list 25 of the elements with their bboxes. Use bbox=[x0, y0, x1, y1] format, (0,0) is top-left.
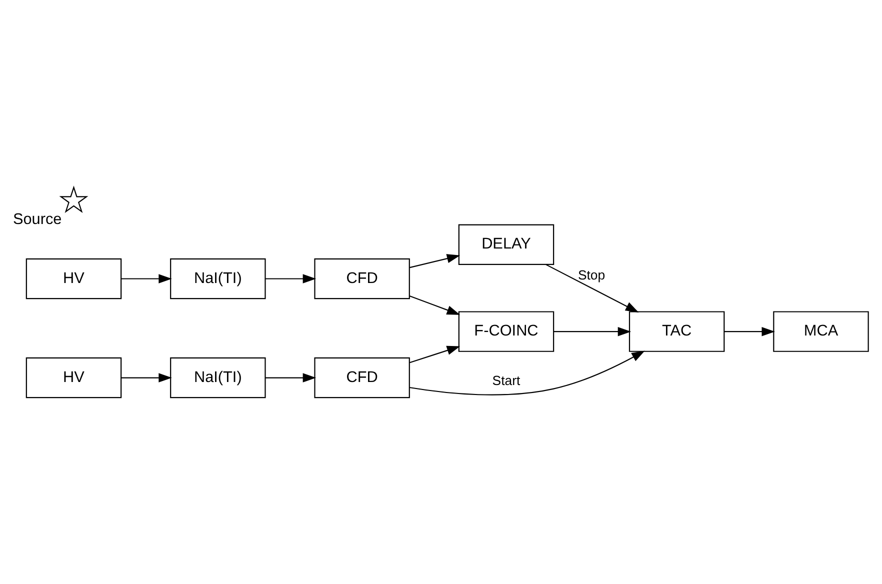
node-label: Source bbox=[12, 210, 62, 228]
arrow bbox=[410, 345, 460, 363]
arrow bbox=[121, 372, 172, 382]
arrow bbox=[266, 274, 316, 283]
arrow bbox=[266, 372, 316, 382]
node-box: F-COINC bbox=[458, 310, 554, 352]
node-box: DELAY bbox=[458, 224, 554, 264]
arrow bbox=[554, 326, 632, 336]
arrow bbox=[546, 264, 639, 312]
edge-label: Stop bbox=[578, 266, 606, 282]
node-box: HV bbox=[26, 258, 122, 299]
arrow bbox=[409, 350, 645, 395]
node-box: TAC bbox=[628, 310, 725, 352]
arrow bbox=[410, 254, 460, 268]
node-box: HV bbox=[26, 356, 122, 398]
node-box: MCA bbox=[773, 310, 869, 352]
edge-label: Start bbox=[492, 372, 520, 388]
node-box: NaI(TI) bbox=[170, 356, 266, 398]
node-star bbox=[59, 185, 88, 213]
node-box: CFD bbox=[314, 356, 410, 398]
node-box: CFD bbox=[314, 258, 410, 299]
arrow bbox=[724, 326, 775, 336]
node-box: NaI(TI) bbox=[170, 258, 266, 299]
arrow bbox=[409, 295, 460, 314]
arrow bbox=[121, 274, 172, 283]
